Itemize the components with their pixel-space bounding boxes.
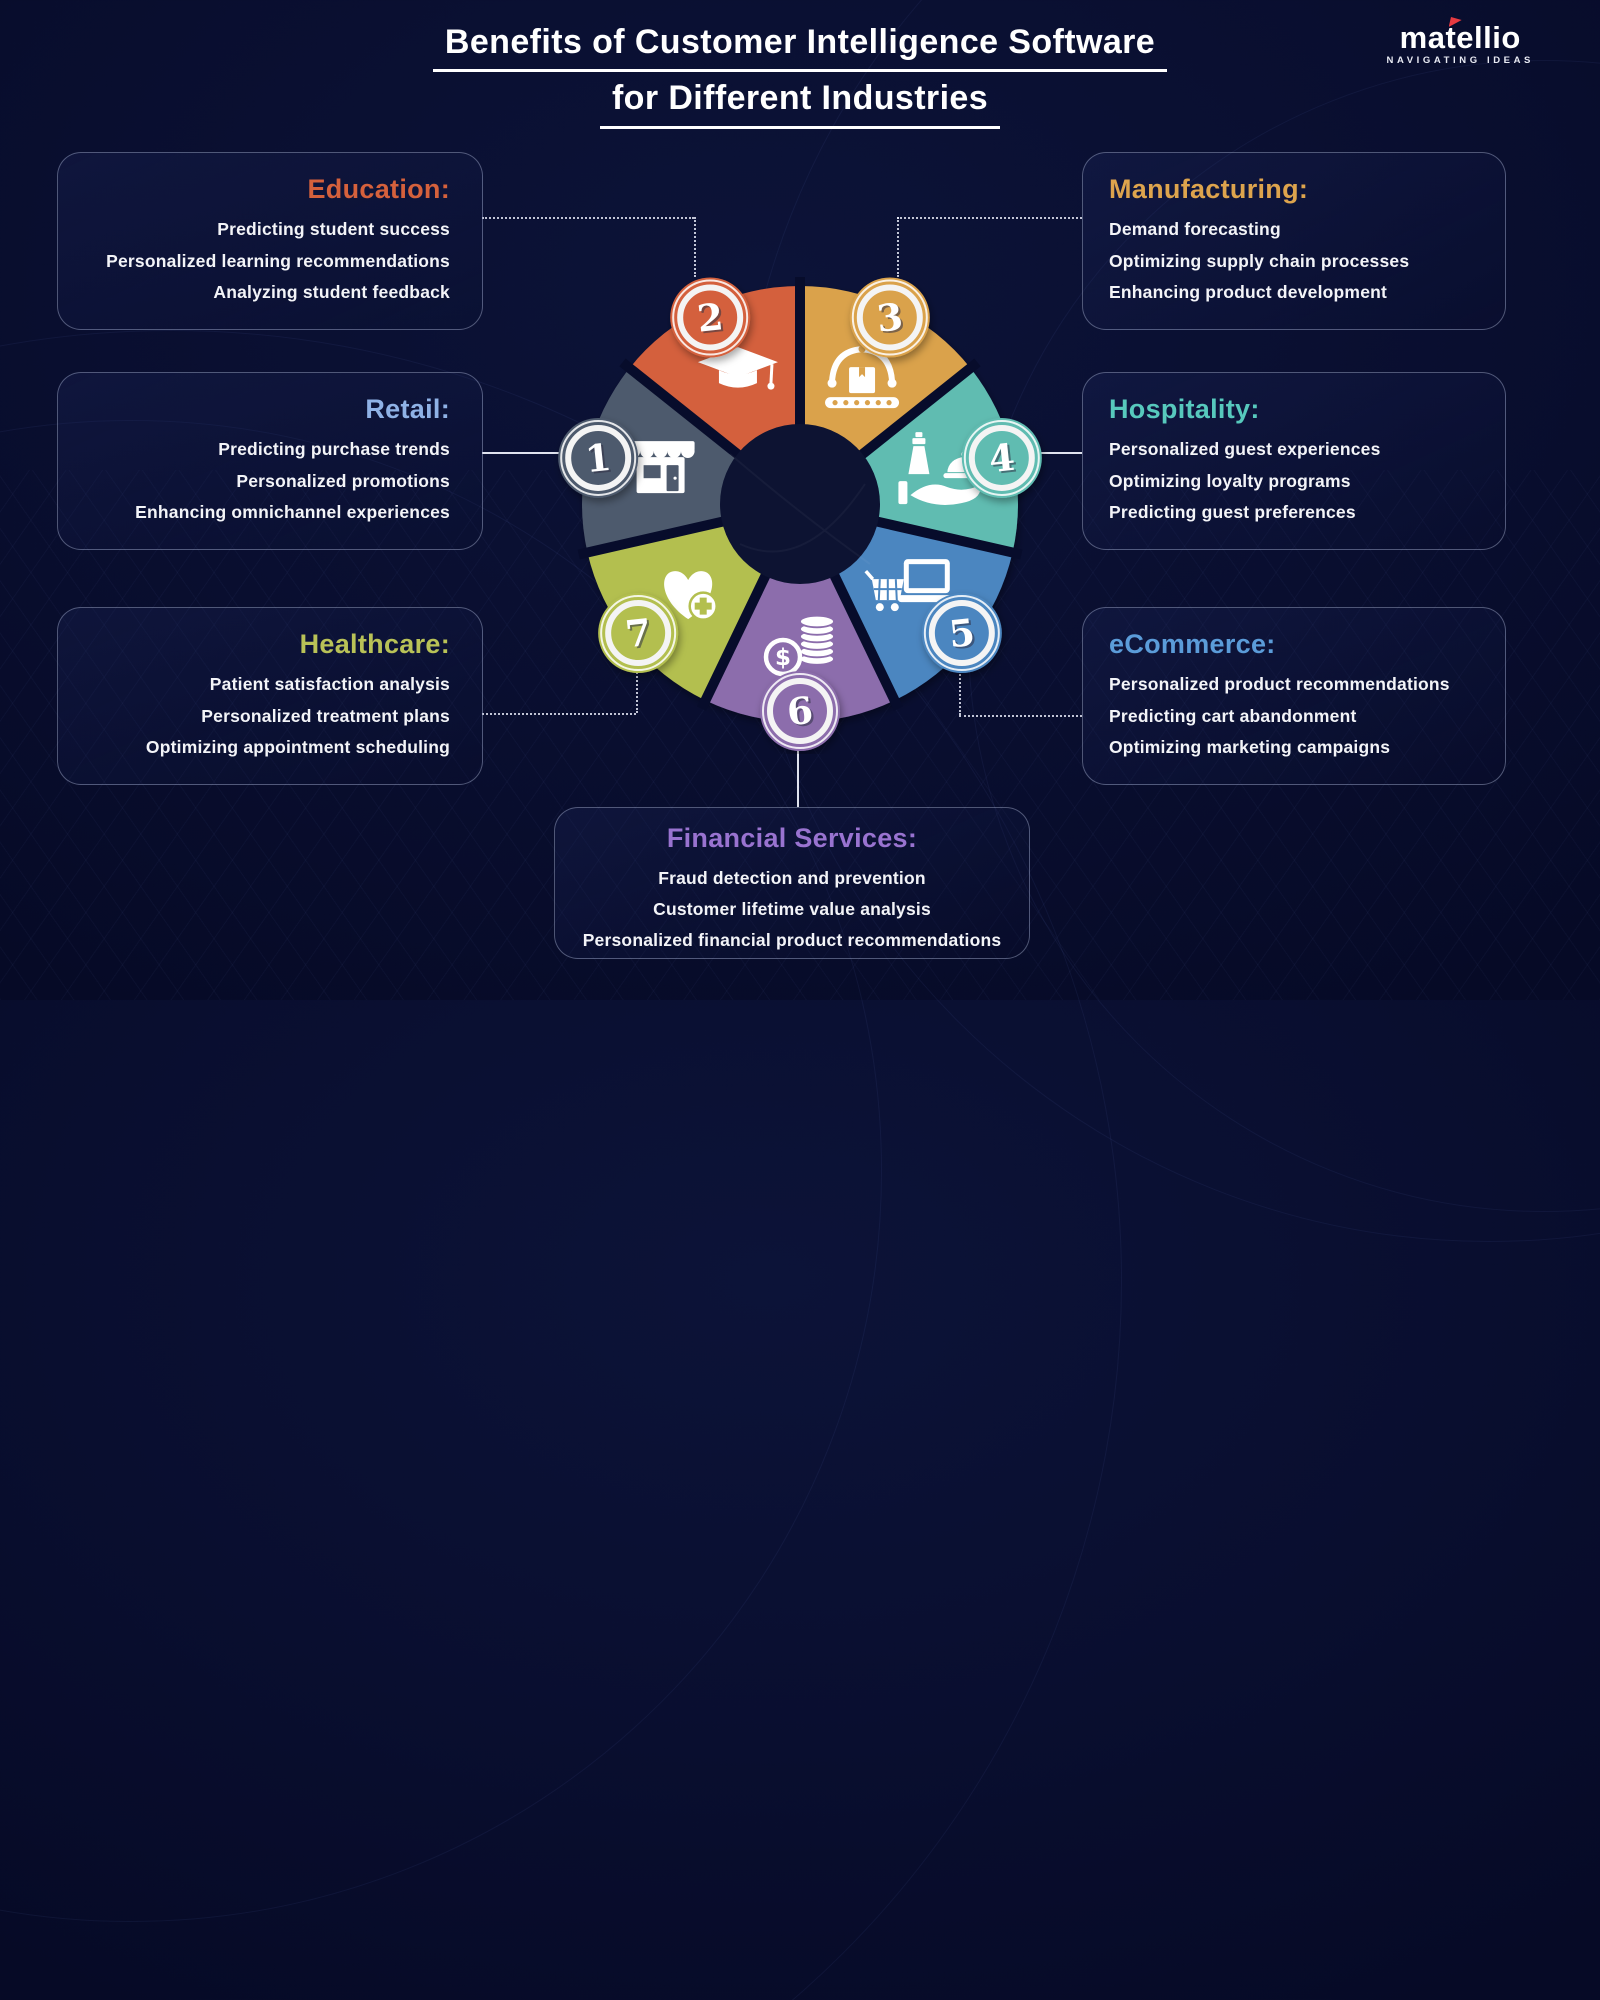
logo-tagline: NAVIGATING IDEAS — [1386, 55, 1534, 66]
industry-wheel: 1 1 2 2 3 3 — [550, 254, 1050, 754]
benefit-item: Demand forecasting — [1109, 219, 1281, 240]
benefit-item: Personalized promotions — [236, 470, 450, 491]
benefit-item: Enhancing omnichannel experiences — [135, 502, 450, 523]
wheel-number-badge: 6 6 — [760, 671, 840, 751]
page-title: Benefits of Customer Intelligence Softwa… — [0, 23, 1600, 129]
wheel-number-badge: 3 3 — [849, 277, 930, 358]
logo-brand-text: matellio — [1399, 20, 1521, 55]
svg-text:3: 3 — [875, 294, 905, 340]
education-connector — [694, 217, 696, 277]
wheel-number-badge: 2 2 — [670, 277, 751, 358]
benefit-item: Patient satisfaction analysis — [209, 674, 450, 695]
financial-services-title: Financial Services: — [666, 823, 918, 853]
healthcare-connector — [636, 669, 638, 713]
ecommerce-connector — [959, 671, 961, 715]
benefit-item: Fraud detection and prevention — [658, 868, 926, 889]
benefit-item: Personalized treatment plans — [201, 705, 450, 726]
logo-wordmark: matellio — [1399, 17, 1521, 55]
svg-text:5: 5 — [949, 612, 979, 658]
benefit-item: Personalized learning recommendations — [106, 250, 450, 271]
svg-text:5: 5 — [947, 610, 977, 656]
svg-text:$: $ — [775, 645, 791, 671]
svg-text:2: 2 — [697, 296, 727, 342]
page-title-line1: Benefits of Customer Intelligence Softwa… — [432, 23, 1168, 73]
svg-text:7: 7 — [625, 612, 655, 658]
svg-text:7: 7 — [623, 610, 653, 656]
svg-text:6: 6 — [785, 688, 815, 734]
svg-text:1: 1 — [585, 436, 615, 482]
benefit-item: Personalized product recommendations — [1109, 674, 1450, 695]
dollar-coins-icon: $ — [763, 614, 835, 677]
wheel-number-badge: 4 4 — [961, 417, 1042, 498]
financial-services-connector — [797, 741, 799, 807]
healthcare-panel: Healthcare: Patient satisfaction analysi… — [57, 607, 483, 785]
retail-panel: Retail: Predicting purchase trends Perso… — [57, 372, 483, 550]
wheel-number-badge: 5 5 — [921, 593, 1002, 674]
education-panel: Education: Predicting student success Pe… — [57, 152, 483, 330]
benefit-item: Analyzing student feedback — [213, 282, 450, 303]
industry-wheel-svg: 1 1 2 2 3 3 — [558, 277, 1042, 751]
logo-flag-icon — [1448, 17, 1462, 27]
svg-text:4: 4 — [989, 436, 1019, 482]
robotic-arm-icon — [825, 334, 900, 409]
benefit-item: Customer lifetime value analysis — [653, 899, 931, 920]
wheel-separator — [845, 358, 981, 470]
wheel-separator — [859, 512, 1023, 560]
manufacturing-panel: Manufacturing: Demand forecasting Optimi… — [1082, 152, 1506, 330]
ecommerce-connector — [959, 715, 1082, 717]
matellio-logo: matellio NAVIGATING IDEAS — [1386, 17, 1534, 66]
benefit-item: Predicting student success — [217, 219, 450, 240]
svg-text:6: 6 — [787, 690, 817, 736]
wheel-separator — [577, 512, 741, 560]
svg-text:1: 1 — [583, 435, 613, 481]
benefit-item: Predicting guest preferences — [1109, 502, 1356, 523]
benefit-item: Optimizing supply chain processes — [1109, 250, 1410, 271]
retail-title: Retail: — [365, 394, 450, 424]
hospitality-panel: Hospitality: Personalized guest experien… — [1082, 372, 1506, 550]
wheel-separator — [822, 557, 903, 711]
wheel-separator — [697, 557, 778, 711]
healthcare-title: Healthcare: — [299, 629, 450, 659]
healthcare-connector — [482, 713, 636, 715]
manufacturing-connector — [897, 217, 899, 277]
hospitality-connector — [1037, 452, 1082, 454]
benefit-item: Optimizing appointment scheduling — [145, 737, 450, 758]
svg-text:2: 2 — [695, 294, 725, 340]
retail-connector — [482, 452, 564, 454]
wheel-center — [720, 424, 880, 584]
education-title: Education: — [307, 174, 450, 204]
wheel-segment-hospitality — [860, 368, 1018, 553]
page-title-line2: for Different Industries — [599, 80, 1001, 129]
benefit-item: Personalized financial product recommend… — [582, 930, 1002, 951]
benefit-item: Optimizing loyalty programs — [1109, 470, 1351, 491]
ecommerce-title: eCommerce: — [1109, 629, 1276, 659]
education-connector — [482, 217, 694, 219]
ecommerce-panel: eCommerce: Personalized product recommen… — [1082, 607, 1506, 785]
manufacturing-connector — [897, 217, 1082, 219]
wheel-separator — [619, 358, 755, 470]
benefit-item: Predicting cart abandonment — [1109, 705, 1357, 726]
heart-cross-icon — [664, 571, 718, 621]
manufacturing-title: Manufacturing: — [1109, 174, 1309, 204]
svg-text:3: 3 — [877, 296, 907, 342]
benefit-item: Enhancing product development — [1109, 282, 1388, 303]
financial-services-panel: Financial Services: Fraud detection and … — [554, 807, 1030, 959]
benefit-item: Personalized guest experiences — [1109, 439, 1381, 460]
svg-text:4: 4 — [987, 435, 1017, 481]
hospitality-title: Hospitality: — [1109, 394, 1260, 424]
benefit-item: Optimizing marketing campaigns — [1109, 737, 1391, 758]
laptop-cart-icon — [864, 559, 954, 612]
wheel-number-badge: 7 7 — [598, 593, 679, 674]
benefit-item: Predicting purchase trends — [218, 439, 450, 460]
wheel-number-badge: 1 1 — [558, 417, 639, 498]
